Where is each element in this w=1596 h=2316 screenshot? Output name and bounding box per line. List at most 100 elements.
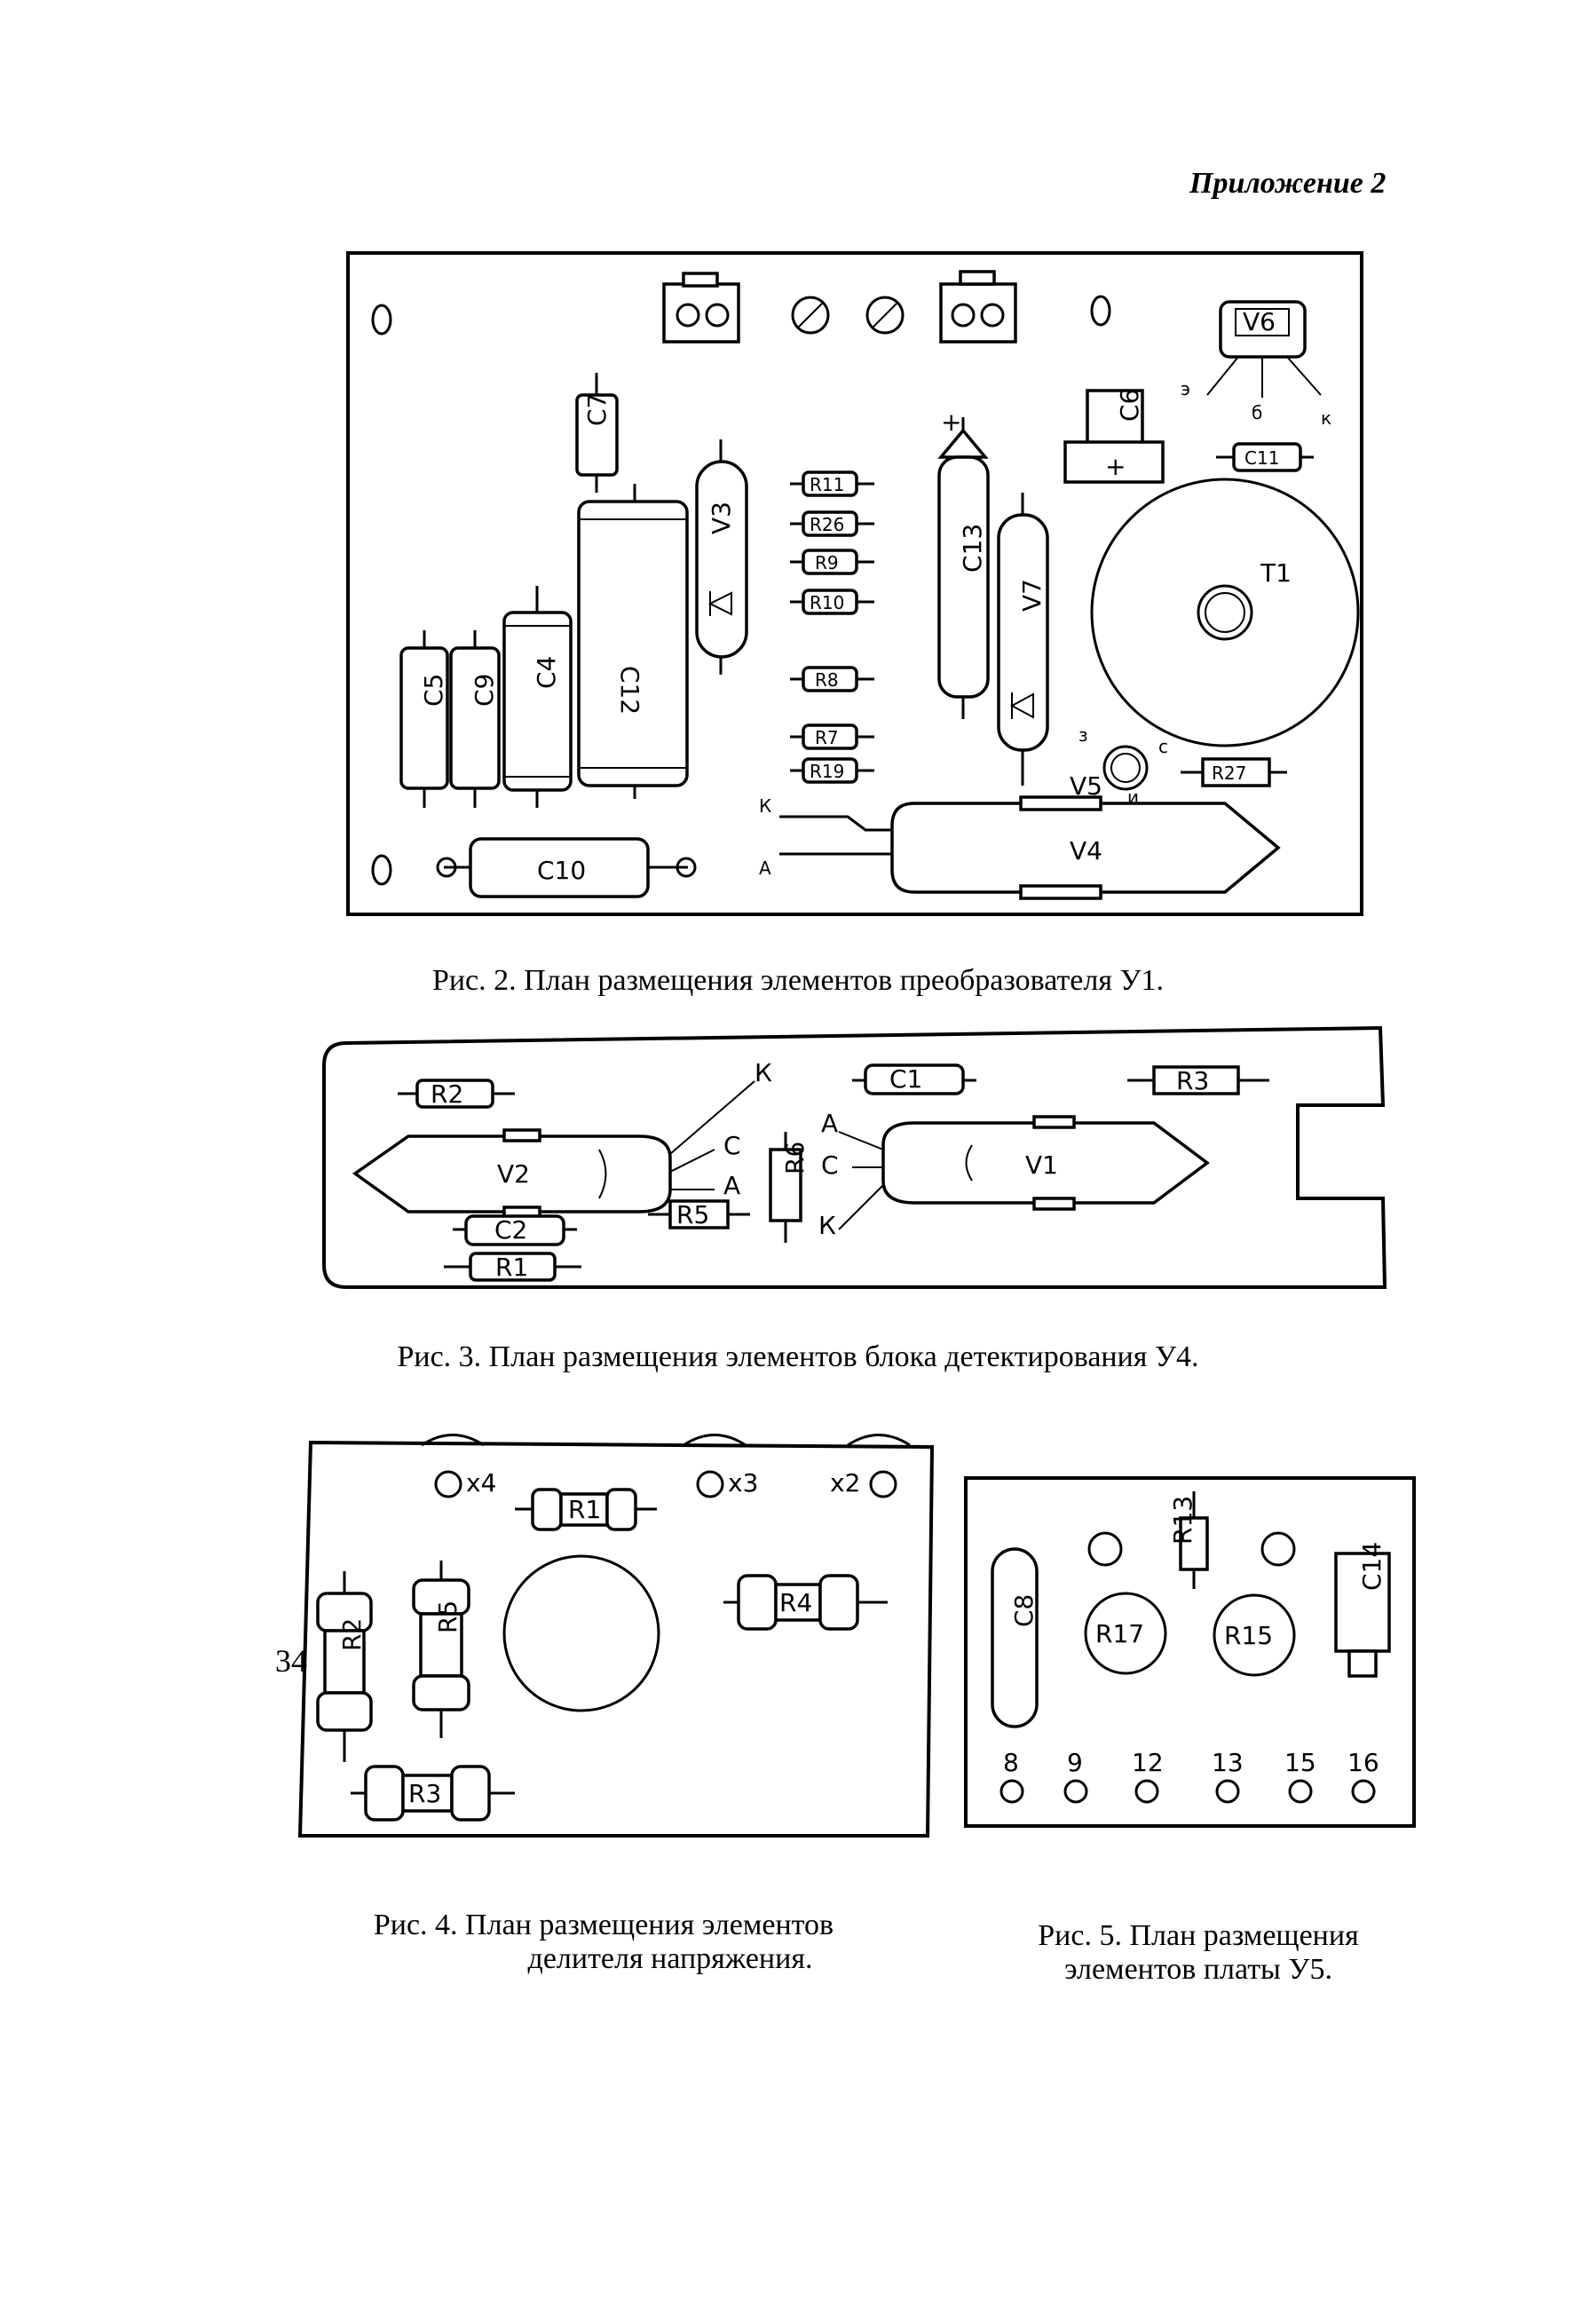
label-R5: R5 [676, 1200, 709, 1229]
pin-15: 15 [1284, 1748, 1316, 1804]
figure-4-caption-line2: делителя напряжения. [527, 1942, 813, 1975]
label-R1: R1 [495, 1253, 528, 1282]
round-component [502, 1554, 660, 1712]
figure-2-converter-layout: V6 э б к C6 + C11 T1 C7 C12 [346, 251, 1363, 916]
mounting-hole [371, 304, 392, 336]
figure-5-caption-line2: элементов платы У5. [1064, 1953, 1332, 1986]
label-R3: R3 [1176, 1066, 1209, 1095]
label-C10: C10 [537, 856, 586, 885]
label-R2: R2 [431, 1079, 463, 1109]
pin-K: К [755, 1058, 772, 1087]
label-R7: R7 [815, 727, 839, 748]
label-R3: R3 [408, 1779, 441, 1808]
capacitor-C7: C7 [575, 373, 619, 493]
detector-V2: V2 К С А [352, 1058, 772, 1220]
capacitor-C9: C9 [449, 630, 501, 808]
resistor-R11: R11 [790, 470, 874, 497]
label-V1: V1 [1025, 1150, 1058, 1180]
figure-3-detector-layout: R2 V2 К С А C2 R1 R5 R6 C1 R3 V1 А С К [322, 1025, 1387, 1289]
label-C9: C9 [470, 674, 499, 707]
label-R4: R4 [779, 1588, 812, 1617]
pin-plus: + [941, 407, 961, 437]
label-x4: x4 [466, 1468, 496, 1498]
label-V2: V2 [497, 1159, 530, 1189]
appendix-header: Приложение 2 [1189, 167, 1387, 200]
capacitor-C13: + C13 [937, 407, 990, 719]
label-R26: R26 [810, 514, 844, 535]
capacitor-C14: C14 [1334, 1542, 1391, 1678]
pin-b: б [1252, 402, 1262, 423]
pin-number-12: 12 [1132, 1748, 1164, 1777]
figure-2-caption: Рис. 2. План размещения элементов преобр… [431, 964, 1165, 997]
label-x3: x3 [728, 1468, 758, 1498]
figure-5-caption: Рис. 5. План размещения элементов платы … [968, 1919, 1429, 1987]
pin-13: 13 [1212, 1748, 1244, 1804]
figure-3-caption: Рис. 3. План размещения элементов блока … [397, 1340, 1199, 1373]
capacitor-C8: C8 [991, 1547, 1039, 1728]
label-R9: R9 [815, 552, 839, 573]
pin-A: А [759, 858, 771, 879]
connector-right [939, 270, 1017, 344]
transistor-V6: V6 э б к [1181, 300, 1331, 429]
label-C2: C2 [494, 1215, 527, 1245]
label-R1: R1 [568, 1495, 601, 1524]
screw-terminal [791, 296, 830, 335]
pin-C: С [821, 1150, 839, 1180]
board-outline [964, 1476, 1416, 1828]
pin-12: 12 [1132, 1748, 1164, 1804]
label-R10: R10 [810, 592, 844, 613]
capacitor-C11: C11 [1216, 442, 1314, 472]
label-C7: C7 [582, 393, 612, 426]
mounting-hole [371, 854, 392, 886]
label-C14: C14 [1357, 1542, 1387, 1591]
pin-9: 9 [1063, 1748, 1088, 1804]
label-C4: C4 [532, 656, 561, 689]
mounting-hole [1090, 295, 1111, 327]
pin-16: 16 [1347, 1748, 1379, 1804]
figure-4-caption-line1: Рис. 4. План размещения элементов [373, 1909, 834, 1941]
capacitor-C5: C5 [399, 630, 449, 808]
terminal-x3: x3 [696, 1468, 758, 1498]
resistor-R3: R3 [351, 1765, 515, 1822]
pin-number-16: 16 [1347, 1748, 1379, 1777]
potentiometer-R15: R15 [1213, 1593, 1296, 1677]
label-R17: R17 [1095, 1619, 1144, 1648]
label-V6: V6 [1243, 307, 1276, 336]
pin-number-15: 15 [1284, 1748, 1316, 1777]
pin-number-13: 13 [1212, 1748, 1244, 1777]
pin-k: к [1321, 407, 1331, 429]
connector-left [662, 272, 740, 344]
capacitor-C10: C10 [436, 837, 697, 898]
label-V4: V4 [1070, 836, 1102, 866]
label-V7: V7 [1017, 579, 1047, 612]
resistor-R27: R27 [1181, 757, 1287, 787]
resistor-R5: R5 [648, 1199, 750, 1229]
pin-K: К [759, 795, 771, 817]
pin-z: з [1078, 724, 1088, 746]
label-R2: R2 [337, 1618, 367, 1651]
terminal-x2: x2 [830, 1468, 897, 1498]
page-number: 34 [275, 1643, 307, 1679]
board-outline [297, 1440, 935, 1838]
label-C6: C6 [1115, 389, 1144, 422]
label-R6: R6 [780, 1142, 810, 1174]
label-V3: V3 [707, 502, 736, 534]
pin-number-9: 9 [1067, 1748, 1083, 1777]
transformer-T1: T1 [1090, 478, 1360, 747]
detector-V4: V4 К А [759, 795, 1281, 900]
resistor-R26: R26 [790, 510, 874, 537]
board-outline [322, 1025, 1387, 1289]
pin-A: А [723, 1171, 740, 1200]
label-R5: R5 [433, 1601, 462, 1633]
pin-e: э [1181, 378, 1190, 399]
figure-5-U5-board-layout: R13 C8 R17 R15 C14 8 9 12 13 15 16 [964, 1476, 1416, 1828]
label-R15: R15 [1224, 1621, 1273, 1650]
label-R13: R13 [1168, 1496, 1197, 1545]
resistor-R6: R6 [769, 1132, 810, 1243]
label-T1: T1 [1260, 558, 1292, 588]
capacitor-C12: C12 [577, 484, 689, 799]
board-outline [346, 251, 1363, 916]
hole [1260, 1531, 1296, 1567]
resistor-R1: R1 [515, 1488, 657, 1531]
label-R27: R27 [1212, 763, 1246, 784]
